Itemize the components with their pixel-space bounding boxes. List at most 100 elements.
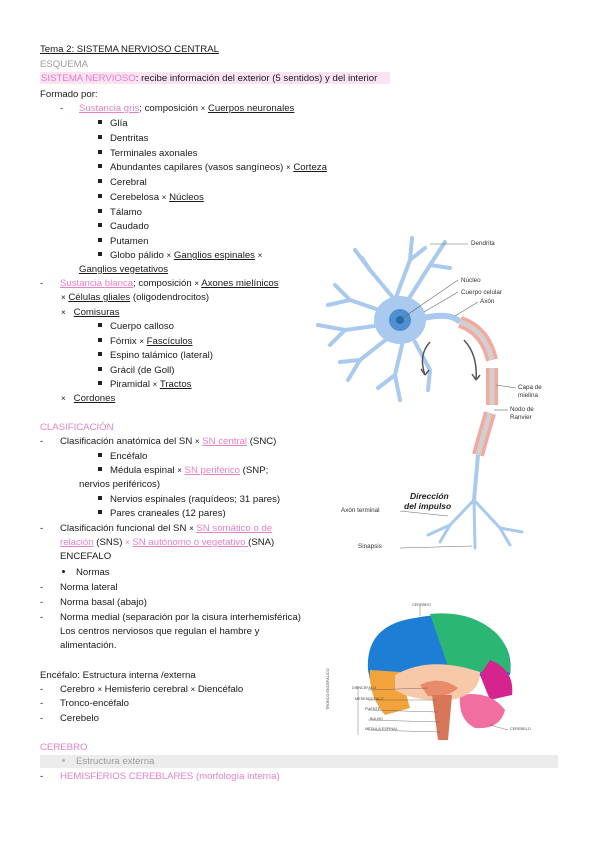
x-mark: × [194,437,200,446]
axon-end [472,454,480,501]
cordones-line: × Cordones [61,393,115,404]
gris-line: Sustancia gris; composición × Cuerpos ne… [79,103,294,114]
list-item: Caudado [98,221,149,232]
item-text: Terminales axonales [110,148,198,159]
cordones-link: Cordones [73,393,116,404]
item-text: Normas [76,567,110,578]
list-item: Tálamo [98,207,142,218]
item-text: Tálamo [110,207,142,218]
list-item: Fórnix × Fascículos [98,336,193,347]
tronco-item: Tronco-encéfalo [60,698,129,709]
list-item: Grácil (de Goll) [98,365,175,376]
x-mark: × [257,251,263,260]
label-sinapsis: Sinapsis [358,543,382,550]
bullet-square [98,338,102,343]
bullet-square [98,150,102,155]
item-text: Encéfalo [110,451,148,462]
blanca-term: Sustancia blanca [60,278,134,289]
tractos-link: Tractos [159,379,192,390]
impulse-arrow-2 [463,339,477,381]
x-mark: × [194,279,200,288]
cerebro-text: Cerebro [60,684,98,695]
nucleolus [396,316,404,324]
label-direccion-b: del impulso [404,501,452,511]
oligo-text: (oligodendrocitos) [130,292,210,303]
externa-highlight [40,755,558,768]
func-text: Clasificación funcional del SN [60,523,190,534]
diencefalo-text: Diencéfalo [195,684,244,695]
list-item: Médula espinal × SN periférico (SNP; [98,465,268,476]
sn-term: SISTEMA NERVIOSO [41,73,136,84]
list-item: Espino talámico (lateral) [98,350,213,361]
leader-lines [399,243,517,549]
formado-label: Formado por: [40,89,98,100]
snc-abbr: (SNC) [247,436,277,447]
dash: - [60,103,64,114]
gris-term: Sustancia gris [79,103,140,114]
label-cuerpo: Cuerpo celular [461,289,502,296]
normas-item: Normas [62,567,110,578]
bullet-square [98,252,102,257]
list-item: Globo pálido × Ganglios espinales × [98,250,262,261]
bullet-square [98,164,102,169]
list-item: Pares craneales (12 pares) [98,508,226,519]
x-mark: × [61,394,66,403]
gris-pre: ; composición [139,103,201,114]
dash: - [40,278,44,289]
dash: - [40,771,44,782]
x-mark: × [97,685,102,694]
page-title: Tema 2: SISTEMA NERVIOSO CENTRAL [40,44,219,55]
dendrites [316,236,452,402]
nucleos-link: Núcleos [169,192,204,203]
parietal-lobe [430,613,511,672]
blanca-line: Sustancia blanca; composición × Axones m… [60,278,279,289]
x-mark: × [200,104,206,113]
label-axon: Axón [480,298,495,305]
item-text: Globo pálido [110,250,167,261]
esquema-label: ESQUEMA [40,59,88,70]
dash: - [40,698,44,709]
list-item: Glía [98,118,128,129]
bullet-square [98,223,102,228]
hemisferios-item: HEMISFERIOS CEREBLARES (morfología inter… [60,771,280,782]
arrowhead-icon [471,373,481,381]
label-nodo-b: Ranvier [510,414,532,421]
label-capa-a: Capa de [518,384,542,391]
item-text: Piramidal [110,379,153,390]
item-text: Putamen [110,236,149,247]
list-item: Cerebral [98,177,147,188]
x-mark: × [125,538,130,547]
encefalo-title: Encéfalo: Estructura interna /externa [40,670,196,681]
sns-term: SN somático o de [196,523,273,534]
blanca-pre: ; composición [133,278,195,289]
item-text: Caudado [110,221,149,232]
ganglios-veg-link: Ganglios vegetativos [79,264,169,275]
bullet-square [98,453,102,458]
bullet-square [98,467,102,472]
bullet-square [98,323,102,328]
axon-hillock [423,312,463,325]
impulse-arrow-1 [421,341,431,376]
brain-illustration [357,606,513,740]
bullet-square [98,209,102,214]
dash: - [40,436,44,447]
axon-terminals [426,498,524,550]
sna-abbr: (SNA) [248,537,275,548]
item-text: Fórnix [110,336,140,347]
x-mark: × [166,251,172,260]
bullet-square [98,194,102,199]
centros-b: alimentación. [60,640,117,651]
snc-term: SN central [202,436,248,447]
cerebro-line: Cerebro × Hemisferio cerebral × Diencéfa… [60,684,243,695]
hemisferio-text: Hemisferio cerebral [102,684,191,695]
bullet-square [98,496,102,501]
label-direccion-a: Dirección [410,491,449,501]
item-text: Grácil (de Goll) [110,365,175,376]
bullet-square [98,510,102,515]
corteza-link: Corteza [293,162,327,173]
brain-label-bulbo: BULBO [370,717,383,721]
fasciculos-link: Fascículos [146,336,193,347]
neuron-illustration [316,236,524,550]
item-text: Médula espinal [110,465,178,476]
list-item: Piramidal × Tractos [98,379,191,390]
